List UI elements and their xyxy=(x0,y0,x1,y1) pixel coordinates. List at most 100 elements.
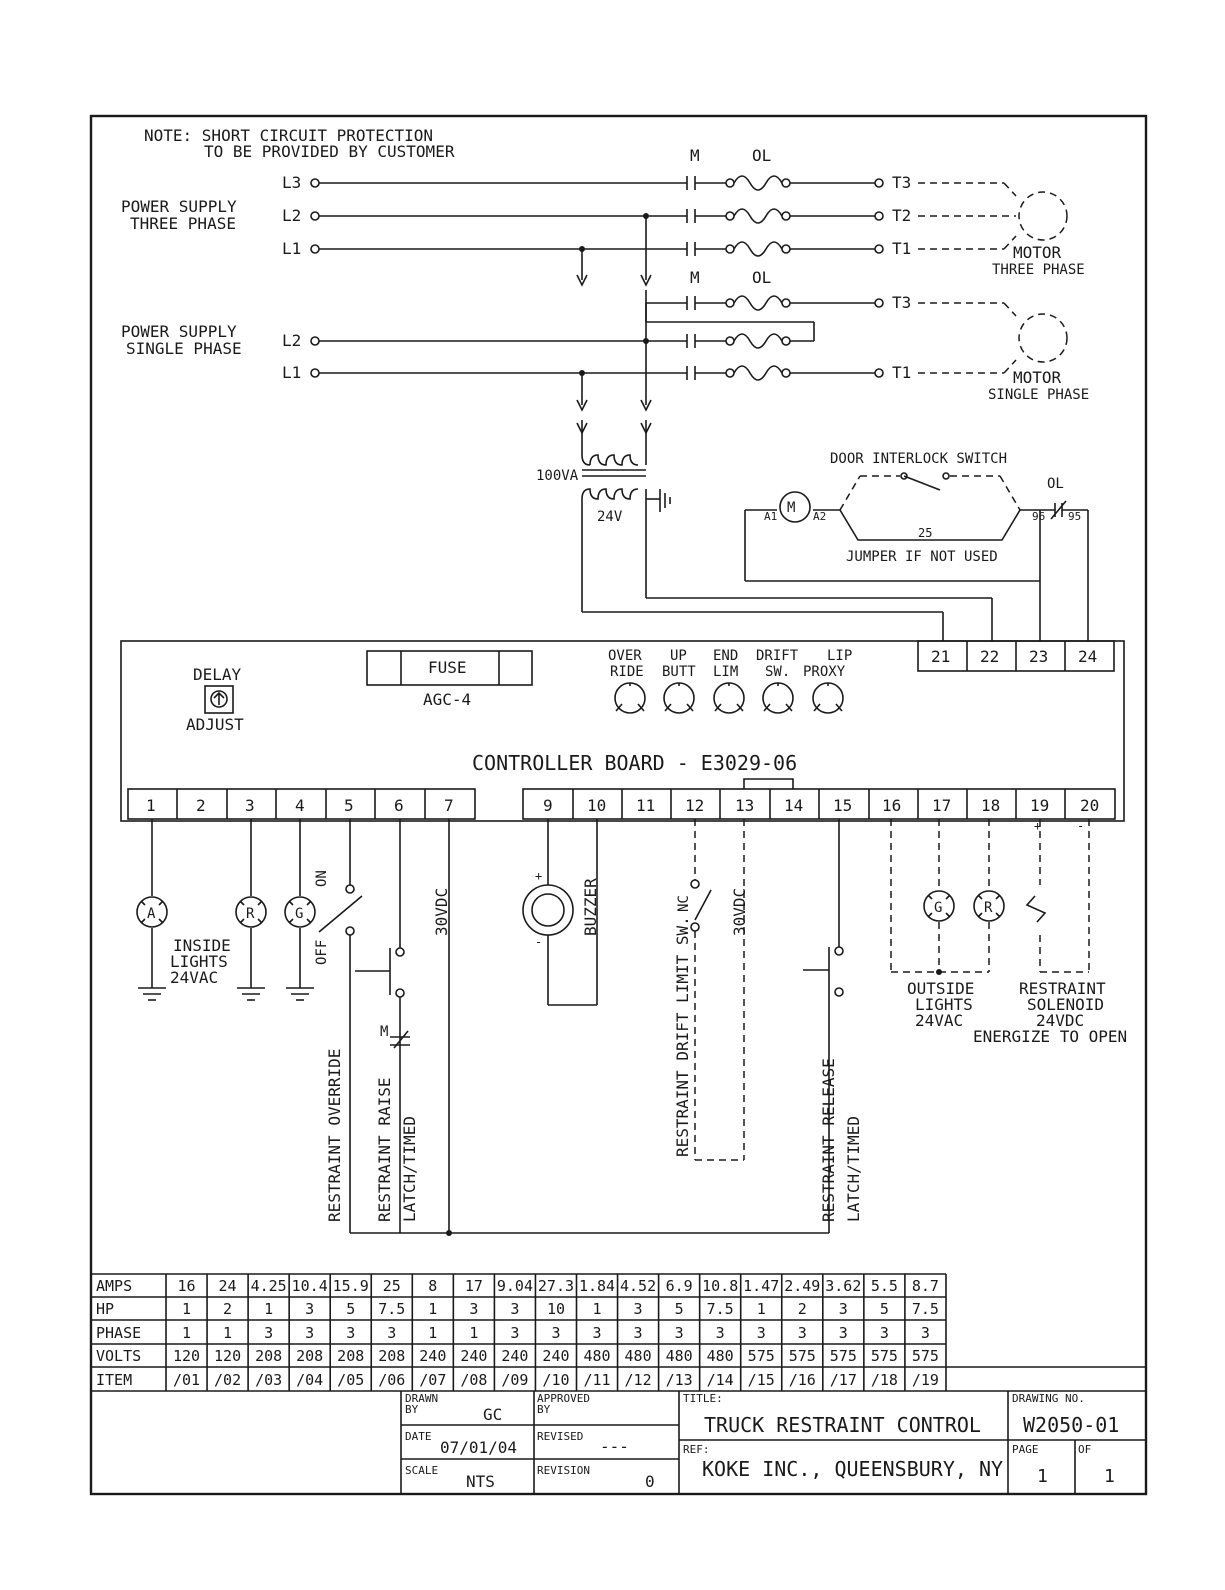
inside-lights-label-2: LIGHTS xyxy=(170,952,228,971)
terminal-18: 18 xyxy=(981,796,1000,815)
terminal-3: 3 xyxy=(245,796,255,815)
terminal-13: 13 xyxy=(735,796,754,815)
table-cell-phase: 3 xyxy=(593,1324,602,1342)
table-cell-volts: 480 xyxy=(583,1347,610,1365)
table-cell-volts: 208 xyxy=(255,1347,282,1365)
table-cell-phase: 3 xyxy=(839,1324,848,1342)
control-transformer xyxy=(576,420,993,641)
t1-label-single: T1 xyxy=(892,363,911,382)
single-phase-lines xyxy=(310,290,884,412)
led-up-label-2: BUTT xyxy=(662,664,696,680)
inside-lights-label-3: 24VAC xyxy=(170,968,218,987)
drift-30vdc-label: 30VDC xyxy=(730,888,749,936)
release-latch-label: LATCH/TIMED xyxy=(844,1116,863,1222)
terminal-7: 7 xyxy=(444,796,454,815)
table-cell-volts: 575 xyxy=(912,1347,939,1365)
three-phase-lines xyxy=(310,175,884,287)
table-cell-volts: 240 xyxy=(501,1347,528,1365)
single-phase-supply-label-1: POWER SUPPLY xyxy=(121,322,237,341)
t2-label-top: T2 xyxy=(892,206,911,225)
motor-three-label-1: MOTOR xyxy=(1013,243,1062,262)
table-cell-volts: 575 xyxy=(830,1347,857,1365)
table-cell-phase: 3 xyxy=(798,1324,807,1342)
lamp-g-label: G xyxy=(295,906,303,922)
drawing-no-value: W2050-01 xyxy=(1023,1413,1119,1437)
table-cell-amps: 4.52 xyxy=(620,1277,656,1295)
table-cell-phase: 1 xyxy=(469,1324,478,1342)
terminal-6: 6 xyxy=(394,796,404,815)
table-cell-volts: 208 xyxy=(337,1347,364,1365)
line-l3-label: L3 xyxy=(282,173,301,192)
table-cell-hp: 1 xyxy=(428,1300,437,1318)
led-end-label-2: LIM xyxy=(713,664,738,680)
table-cell-amps: 17 xyxy=(465,1277,483,1295)
override-30vdc-label: 30VDC xyxy=(432,888,451,936)
three-phase-supply-label-1: POWER SUPPLY xyxy=(121,197,237,216)
led-override-label-1: OVER xyxy=(608,648,642,664)
revision-value: 0 xyxy=(645,1472,655,1491)
drift-limit-label: RESTRAINT DRIFT LIMIT SW. xyxy=(673,916,692,1157)
transformer-secondary: 24V xyxy=(597,509,623,525)
solenoid-plus: + xyxy=(1034,819,1041,833)
solenoid-label-4: ENERGIZE TO OPEN xyxy=(973,1027,1127,1046)
table-cell-hp: 5 xyxy=(346,1300,355,1318)
page-label: PAGE xyxy=(1012,1443,1039,1456)
table-cell-item: /02 xyxy=(214,1371,241,1389)
overload-label-bottom: OL xyxy=(752,268,771,287)
table-cell-item: /18 xyxy=(871,1371,898,1389)
table-cell-item: /10 xyxy=(542,1371,569,1389)
led-up-label-1: UP xyxy=(670,648,687,664)
of-label: OF xyxy=(1078,1443,1091,1456)
note-line-1: NOTE: SHORT CIRCUIT PROTECTION xyxy=(144,126,433,145)
door-interlock-circuit xyxy=(744,472,1089,641)
table-cell-hp: 1 xyxy=(593,1300,602,1318)
table-cell-hp: 3 xyxy=(305,1300,314,1318)
table-cell-amps: 9.04 xyxy=(497,1277,533,1295)
lamp-r-label: R xyxy=(246,906,255,922)
table-cell-phase: 3 xyxy=(757,1324,766,1342)
table-cell-phase: 3 xyxy=(921,1324,930,1342)
terminal-14: 14 xyxy=(784,796,803,815)
terminal-10: 10 xyxy=(587,796,606,815)
single-phase-motor xyxy=(918,302,1068,374)
table-cell-phase: 3 xyxy=(880,1324,889,1342)
table-cell-hp: 7.5 xyxy=(912,1300,939,1318)
fuse-label: FUSE xyxy=(428,658,467,677)
terminal-4: 4 xyxy=(295,796,305,815)
field-wiring xyxy=(136,819,1047,1234)
contactor-m-label-bottom: M xyxy=(690,268,700,287)
field-wiring-dashed xyxy=(690,819,1090,1161)
row-label-amps: AMPS xyxy=(96,1277,132,1295)
table-cell-hp: 1 xyxy=(182,1300,191,1318)
ref-label: REF: xyxy=(683,1443,710,1456)
line-l2-label: L2 xyxy=(282,206,301,225)
table-cell-volts: 480 xyxy=(707,1347,734,1365)
table-cell-hp: 2 xyxy=(798,1300,807,1318)
outside-g-label: G xyxy=(934,900,942,916)
table-cell-item: /12 xyxy=(625,1371,652,1389)
led-override-label-2: RIDE xyxy=(610,664,644,680)
approved-by-label-1: APPROVED xyxy=(537,1392,590,1405)
single-l2-label: L2 xyxy=(282,331,301,350)
terminal-23: 23 xyxy=(1029,647,1048,666)
coil-a2: A2 xyxy=(813,510,826,523)
table-cell-volts: 480 xyxy=(625,1347,652,1365)
page-value: 1 xyxy=(1037,1466,1048,1487)
terminal-17: 17 xyxy=(932,796,951,815)
table-cell-amps: 5.5 xyxy=(871,1277,898,1295)
ref-value: KOKE INC., QUEENSBURY, NY xyxy=(702,1457,1003,1481)
revision-label: REVISION xyxy=(537,1464,590,1477)
title-label: TITLE: xyxy=(683,1392,723,1405)
table-cell-amps: 16 xyxy=(177,1277,195,1295)
note-line-2: TO BE PROVIDED BY CUSTOMER xyxy=(204,142,455,161)
table-cell-phase: 3 xyxy=(675,1324,684,1342)
row-label-volts: VOLTS xyxy=(96,1347,141,1365)
motor-three-label-2: THREE PHASE xyxy=(992,262,1085,278)
outside-lights-label-1: OUTSIDE xyxy=(907,979,974,998)
table-cell-item: /09 xyxy=(501,1371,528,1389)
scale-value: NTS xyxy=(466,1472,495,1491)
delay-adjust-pot[interactable] xyxy=(204,685,234,714)
terminal-1: 1 xyxy=(146,796,156,815)
table-cell-hp: 5 xyxy=(675,1300,684,1318)
table-cell-item: /15 xyxy=(748,1371,775,1389)
